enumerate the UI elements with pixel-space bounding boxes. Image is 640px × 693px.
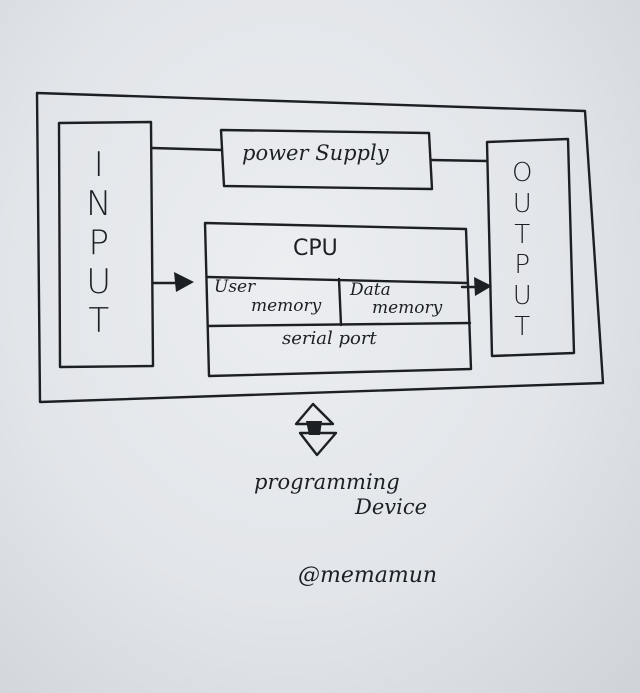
input-letter-1: I	[93, 145, 104, 185]
input-letter-2: N	[86, 184, 112, 224]
user-memory-line2: memory	[251, 296, 322, 316]
power-supply-box	[219, 128, 434, 191]
cpu-label: CPU	[293, 236, 338, 261]
user-memory-line1: User	[214, 277, 256, 297]
data-memory-line1: Data	[350, 280, 391, 300]
input-label: I N P U T	[86, 148, 111, 338]
input-box	[57, 120, 155, 369]
power-line-output	[429, 158, 489, 163]
serial-port-label: serial port	[282, 328, 377, 349]
output-letter-4: P	[514, 250, 531, 281]
power-line-input	[150, 146, 224, 152]
data-memory-line2: memory	[372, 298, 443, 318]
memory-divider	[337, 277, 343, 327]
input-letter-5: T	[88, 301, 110, 341]
input-letter-3: P	[88, 223, 109, 263]
cpu-divider-middle	[206, 321, 472, 328]
output-box	[485, 137, 576, 358]
programming-device-line2: Device	[355, 495, 428, 519]
output-letter-1: O	[512, 158, 533, 188]
programming-device-line1: programming	[254, 470, 400, 494]
output-letter-3: T	[514, 219, 531, 250]
bidirectional-arrow	[294, 402, 338, 457]
arrowhead-output	[474, 277, 492, 296]
outer-frame	[35, 91, 605, 404]
cpu-divider-top	[205, 275, 469, 285]
arrowhead-input	[174, 272, 194, 292]
power-supply-label: power Supply	[242, 141, 389, 165]
signature: @memamun	[298, 563, 438, 588]
output-label: O U T P U T	[512, 160, 532, 340]
output-letter-5: U	[512, 281, 532, 312]
output-letter-6: T	[514, 311, 531, 342]
input-letter-4: U	[86, 262, 112, 302]
output-letter-2: U	[512, 188, 532, 219]
